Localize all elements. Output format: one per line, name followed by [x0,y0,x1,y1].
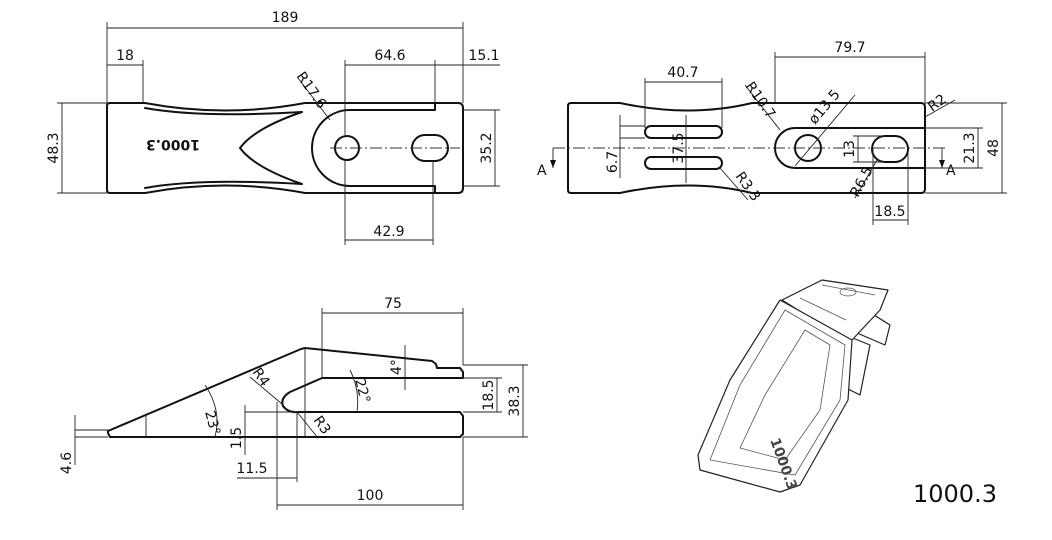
dim-79-7: 79.7 [834,40,865,56]
part-number-label: 1000.3 [913,480,997,508]
dim-64-6: 64.6 [374,48,405,64]
dim-15-1: 15.1 [468,48,499,64]
side-view: 75 100 11.5 18.5 38.3 4.6 1.5 23° 22° 4°… [59,296,528,510]
dim-37-5: 37.5 [671,132,687,163]
dim-r10-7: R10.7 [742,79,779,122]
dim-r3: R3 [310,413,334,437]
bottom-view-oblong-hole [871,135,909,163]
section-label-right: A [946,163,956,179]
dim-40-7: 40.7 [667,65,698,81]
top-view-slot [311,102,436,194]
dim-48-3: 48.3 [46,132,62,163]
dim-r17-6: R17.6 [293,69,330,112]
groove-bottom [644,156,723,170]
dim-1-5: 1.5 [229,427,245,449]
bottom-view: A A 79.7 40.7 6.7 37.5 48 21.3 13 18.5 R… [537,40,1007,225]
dim-13: 13 [842,140,858,158]
dim-18-5-side: 18.5 [481,379,497,410]
groove-top [644,125,723,139]
dim-48: 48 [986,139,1002,157]
dim-21-3: 21.3 [962,132,978,163]
dim-r2: R2 [925,91,949,115]
dim-6-7: 6.7 [605,151,621,173]
dim-189: 189 [272,10,299,26]
top-view-outline [106,102,464,194]
dim-38-3: 38.3 [507,385,523,416]
part-marking: 1000.3 [146,136,200,152]
section-label-left: A [537,163,547,179]
dim-11-5: 11.5 [236,461,267,477]
dim-angle-22: 22° [351,377,373,405]
dim-dia-13-5: ø13.5 [806,87,844,128]
isometric-view: 1000.3 [697,279,891,493]
dim-35-2: 35.2 [479,132,495,163]
side-view-outline [107,347,464,438]
dim-42-9: 42.9 [373,224,404,240]
dim-angle-23: 23° [201,409,223,437]
bottom-view-outline [567,102,926,194]
dim-18: 18 [116,48,134,64]
dim-100: 100 [357,488,384,504]
top-view-taper [144,107,303,189]
top-view: 1000.3 189 18 64.6 15.1 48.3 35.2 42.9 R… [46,10,500,245]
dim-r6-5: R6.5 [847,164,876,200]
dim-4-6: 4.6 [59,452,75,474]
dim-angle-4: 4° [389,359,405,375]
dim-18-5: 18.5 [874,204,905,220]
dim-75: 75 [384,296,402,312]
